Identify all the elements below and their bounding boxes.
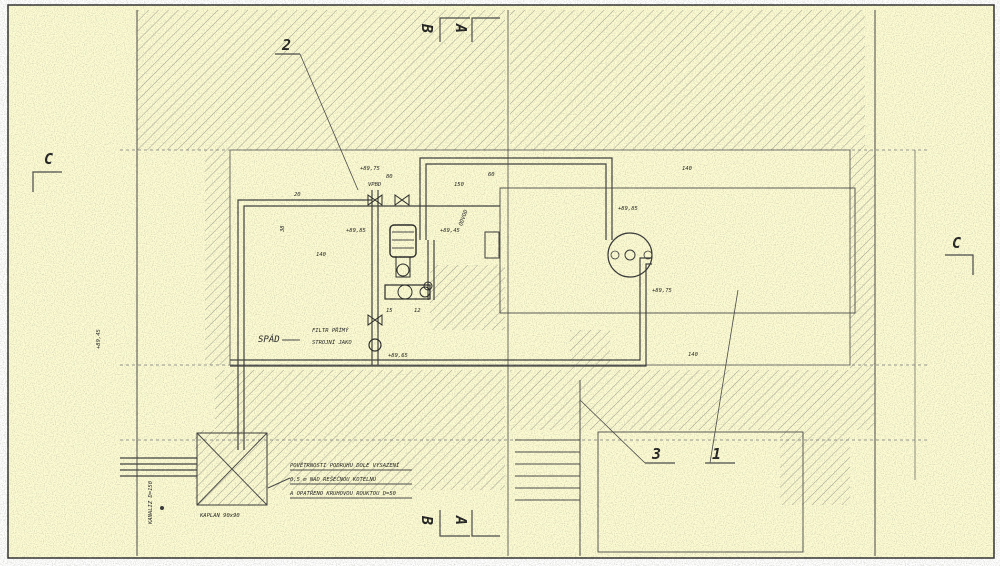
scan-grain (8, 5, 994, 558)
